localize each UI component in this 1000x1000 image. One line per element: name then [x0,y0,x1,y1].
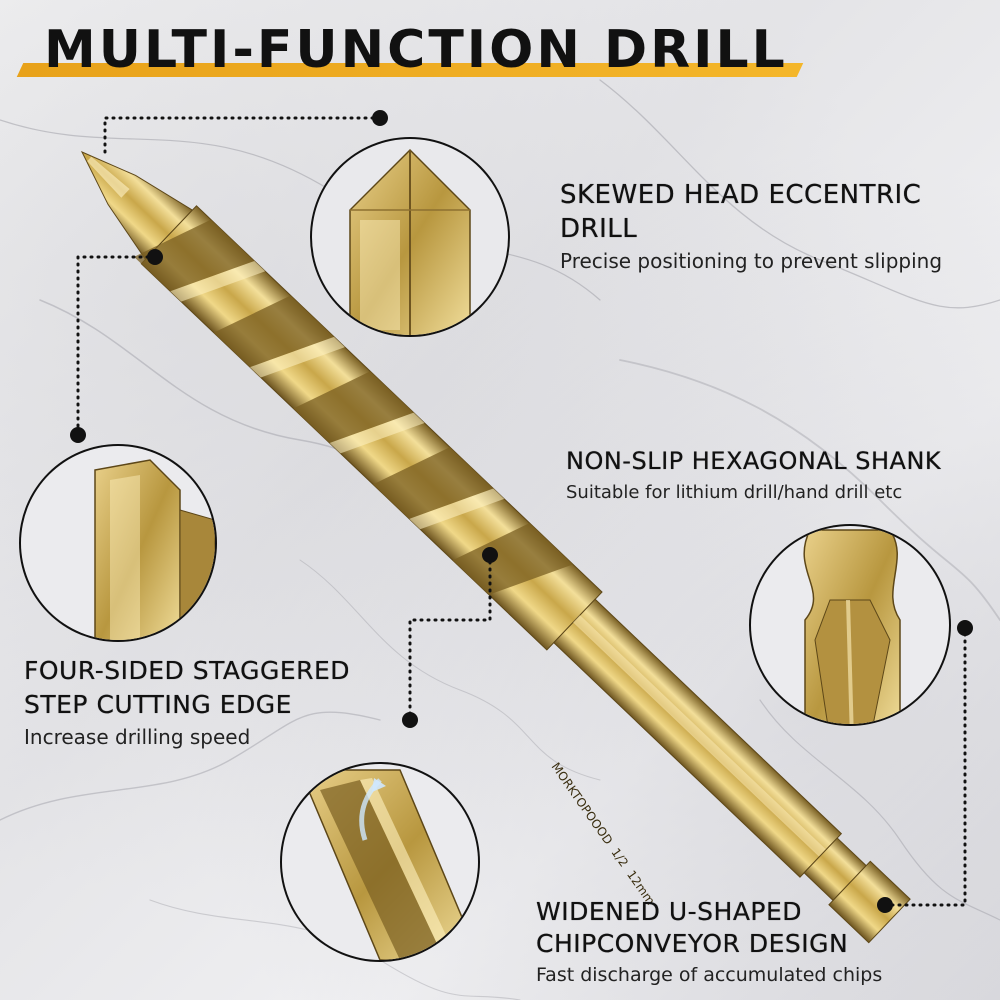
leader-line-u-shaped [408,553,492,722]
feature-desc: Increase drilling speed [24,725,251,749]
leader-dot [482,547,498,563]
detail-circle-staggered-edge [19,444,217,642]
feature-title-line1: WIDENED U-SHAPED [536,897,803,926]
leader-dot [70,427,86,443]
feature-desc: Precise positioning to prevent slipping [560,249,943,273]
feature-title: SKEWED HEAD ECCENTRIC DRILL [560,178,1000,246]
feature-hex-shank: NON-SLIP HEXAGONAL SHANK Suitable for li… [566,444,986,506]
feature-staggered-edge: FOUR-SIDED STAGGERED STEP CUTTING EDGE I… [24,654,384,750]
drill-bit [80,150,911,944]
feature-title-line1: SKEWED HEAD ECCENTRIC [560,180,922,210]
feature-title-line2: DRILL [560,214,638,244]
feature-title-line1: FOUR-SIDED STAGGERED [24,656,351,685]
feature-desc: Fast discharge of accumulated chips [536,964,883,986]
page-title: MULTI-FUNCTION DRILL [44,20,788,80]
feature-title-line2: STEP CUTTING EDGE [24,690,292,719]
leader-dot [147,249,163,265]
feature-title: WIDENED U-SHAPED CHIPCONVEYOR DESIGN [536,896,996,960]
feature-title: FOUR-SIDED STAGGERED STEP CUTTING EDGE [24,654,384,722]
feature-u-shaped: WIDENED U-SHAPED CHIPCONVEYOR DESIGN Fas… [536,896,996,988]
feature-title-line2: CHIPCONVEYOR DESIGN [536,929,849,958]
leader-line-hex-shank [883,626,967,907]
feature-skewed-head: SKEWED HEAD ECCENTRIC DRILL Precise posi… [560,178,1000,274]
leader-line-staggered-edge [76,255,157,437]
feature-desc: Suitable for lithium drill/hand drill et… [566,482,903,503]
leader-dot [957,620,973,636]
leader-dot [402,712,418,728]
leader-dot [372,110,388,126]
feature-title: NON-SLIP HEXAGONAL SHANK [566,447,942,475]
detail-circle-hex-shank [749,524,951,726]
leader-dot [877,897,893,913]
leader-line-skewed-head [103,116,382,154]
detail-circle-skewed-head [310,137,510,337]
detail-circle-u-shaped [280,762,480,962]
